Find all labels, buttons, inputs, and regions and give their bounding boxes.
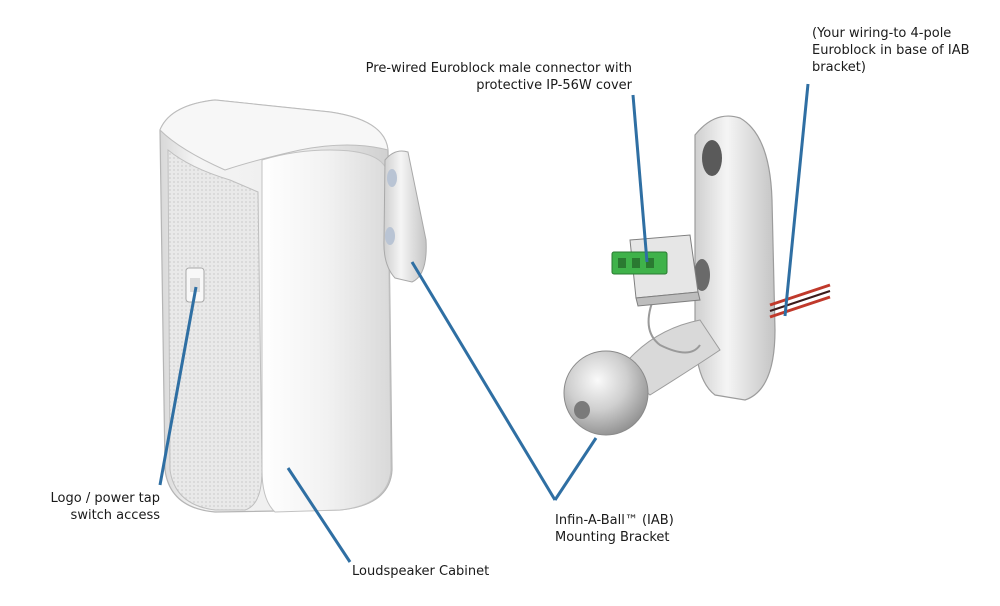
logo-label-line1: Logo / power tap [50,491,160,506]
euroblock-connector [611,234,701,307]
wiring-label: (Your wiring-to 4-pole Euroblock in base… [812,25,970,76]
logo-label: Logo / power tap switch access [20,490,160,524]
cabinet-label: Loudspeaker Cabinet [352,563,489,580]
logo-label-line2: switch access [70,508,160,523]
leader-logo [158,286,198,486]
connector-wire [647,294,701,354]
iab-ball [563,350,649,436]
loudspeaker-cabinet [159,99,393,513]
external-wiring [769,283,831,319]
bracket-label: Infin-A-Ball™ (IAB) Mounting Bracket [555,512,674,546]
leader-connector [631,94,649,263]
bracket-label-line2: Mounting Bracket [555,530,670,545]
connector-label-line1: Pre-wired Euroblock male connector with [365,61,632,76]
leader-wiring [783,83,810,317]
connector-label: Pre-wired Euroblock male connector with … [330,60,632,94]
cabinet-label-line1: Loudspeaker Cabinet [352,564,490,579]
bracket-label-line1: Infin-A-Ball™ (IAB) [555,513,674,528]
leader-bracket-ball [553,437,598,501]
cabinet-mount-bracket [383,150,427,283]
wiring-label-line2: Euroblock in base of IAB [812,43,970,58]
leader-cabinet [286,467,352,563]
wiring-label-line1: (Your wiring-to 4-pole [812,26,952,41]
connector-label-line2: protective IP-56W cover [476,78,632,93]
leader-bracket-cabinet [410,261,557,501]
leader-lines [158,83,810,563]
iab-bracket-plate [694,115,776,401]
wiring-label-line3: bracket) [812,60,866,75]
